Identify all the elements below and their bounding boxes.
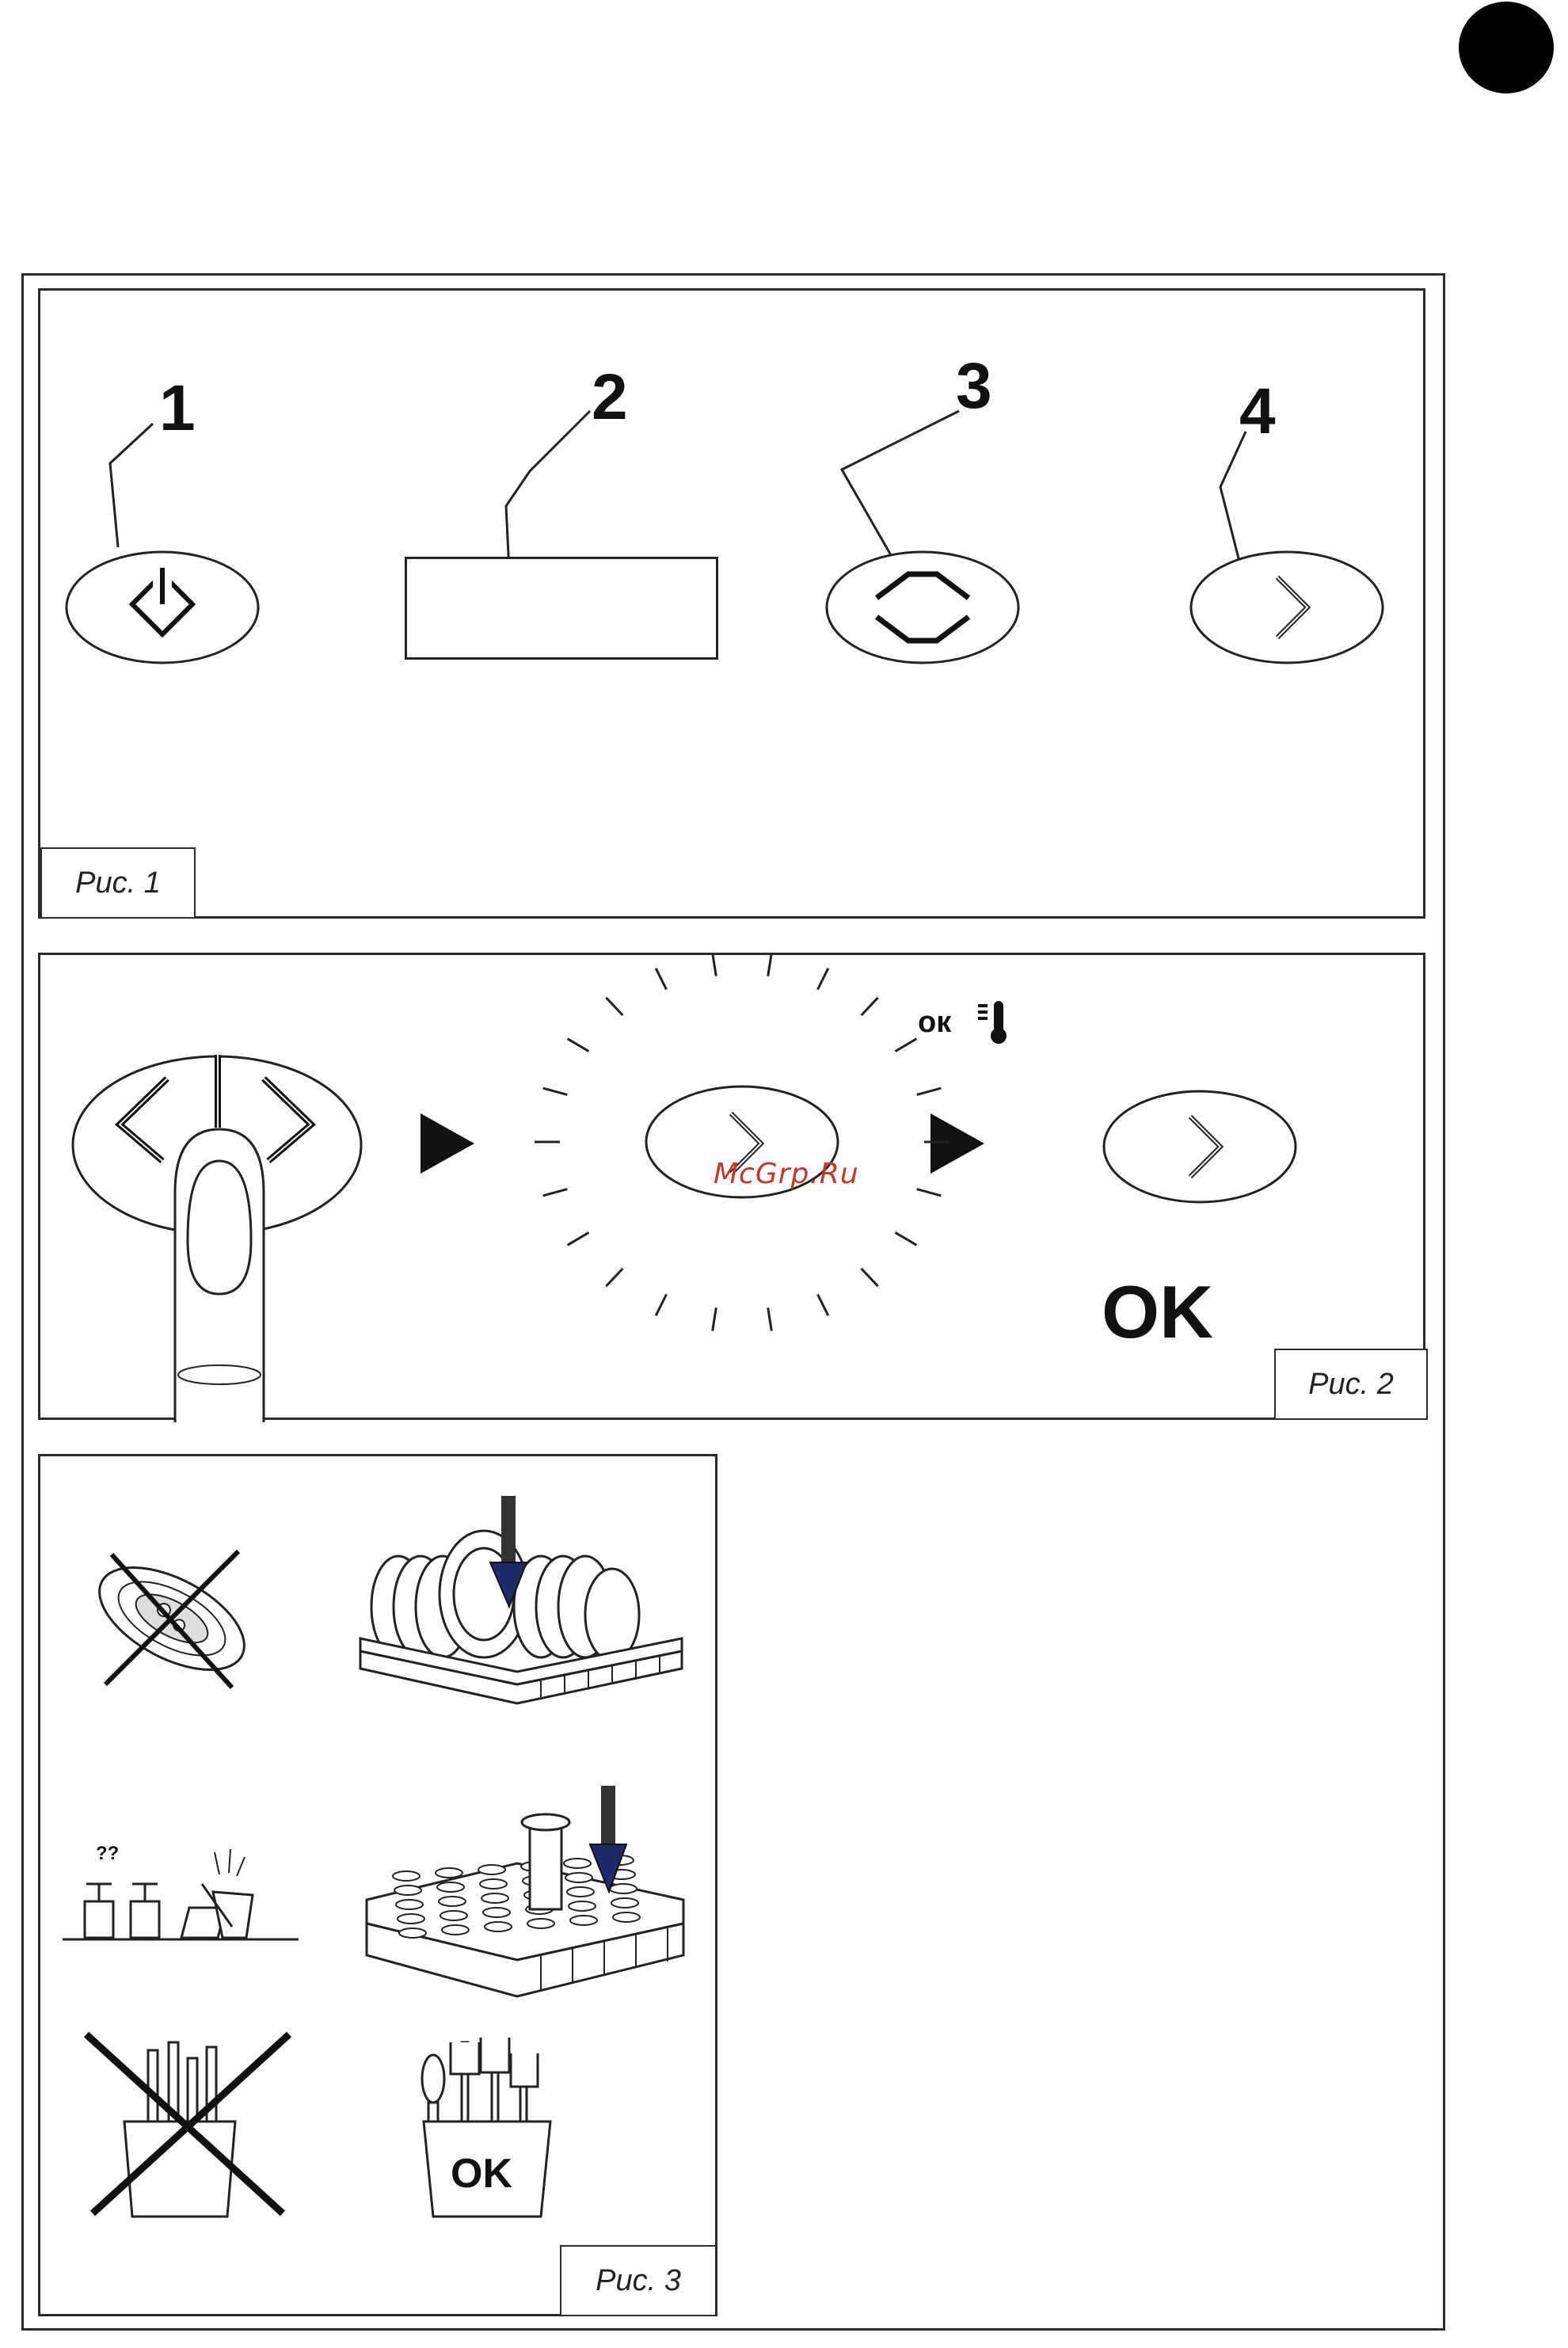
glass-top (527, 1919, 554, 1928)
glass-top (398, 1914, 424, 1924)
blink-ray (713, 1307, 717, 1330)
blink-ray (606, 998, 622, 1015)
blink-ray (896, 1039, 917, 1052)
glass-top (567, 1887, 594, 1897)
blink-ray (713, 955, 717, 976)
blink-ray (568, 1039, 589, 1052)
finger-press-power-icon (69, 1042, 370, 1422)
glass-top (570, 1916, 597, 1925)
steady-arrow-icon[interactable] (1102, 1082, 1300, 1212)
glass-top (480, 1879, 507, 1889)
display-window (405, 557, 718, 660)
glass-top (483, 1908, 510, 1917)
thermometer-icon (976, 999, 1016, 1047)
glass-top (436, 1868, 462, 1878)
watermark: McGrp.Ru (714, 1158, 859, 1190)
blink-ray (656, 1295, 666, 1316)
page-marker-icon (1441, 0, 1568, 103)
blink-ray (862, 1269, 878, 1286)
glass-top (396, 1900, 423, 1909)
ok-big-label: OK (1102, 1275, 1213, 1349)
glass-top (481, 1893, 508, 1903)
figure-1-panel: 1 2 3 4 Рис. 1 (38, 288, 1425, 919)
callout-4: 4 (1239, 379, 1276, 444)
plate-rack-icon (351, 1496, 699, 1733)
glass-top (394, 1886, 421, 1895)
glass-top (569, 1901, 596, 1911)
glass-top (611, 1898, 638, 1908)
callout-1: 1 (159, 376, 196, 441)
figure-1-label: Рис. 1 (40, 847, 196, 919)
blink-ray (768, 955, 772, 976)
glass-top (399, 1928, 426, 1938)
blink-ray (568, 1232, 589, 1245)
glass-top (393, 1871, 420, 1881)
next-arrow-icon[interactable] (1189, 542, 1387, 672)
glass-top (485, 1922, 512, 1931)
blink-ray (917, 1088, 942, 1094)
figure-2-panel: ок OK McGrp.Ru Рис. 2 (38, 953, 1425, 1420)
glass-top (564, 1859, 591, 1868)
callout-3: 3 (956, 354, 992, 419)
figure-2-label: Рис. 2 (1274, 1349, 1428, 1420)
question-marks: ?? (96, 1844, 119, 1863)
blink-ray (606, 1269, 622, 1286)
power-button-icon[interactable] (64, 542, 262, 672)
blink-ray (862, 998, 878, 1015)
glass-top (565, 1873, 592, 1882)
blink-ray (768, 1307, 772, 1330)
figure-3-panel: ?? (38, 1454, 717, 2316)
figure-3-label: Рис. 3 (560, 2245, 717, 2316)
callout-2: 2 (592, 365, 628, 430)
glass-top (478, 1865, 505, 1874)
ok-basket-label: OK (451, 2153, 512, 2194)
blink-ray (818, 1295, 828, 1316)
glass-top (437, 1882, 464, 1892)
blink-ray (818, 969, 828, 990)
glass-top (442, 1925, 469, 1935)
blink-ray (656, 969, 666, 990)
blink-ray (917, 1189, 942, 1196)
blink-ray (896, 1232, 917, 1245)
glass-rack-icon (351, 1773, 699, 2026)
crossed-cutlery-basket-icon (77, 2026, 299, 2224)
step-arrow-icon (417, 1110, 481, 1178)
blink-ray (543, 1189, 568, 1196)
crossed-plate-icon (77, 1536, 267, 1702)
select-arrows-icon[interactable] (824, 542, 1022, 672)
ok-small-label: ок (918, 1007, 951, 1037)
blink-ray (543, 1088, 568, 1094)
glass-top (610, 1884, 637, 1893)
glass-top (613, 1912, 640, 1922)
glass-top (439, 1897, 466, 1906)
glass-top (440, 1911, 467, 1920)
